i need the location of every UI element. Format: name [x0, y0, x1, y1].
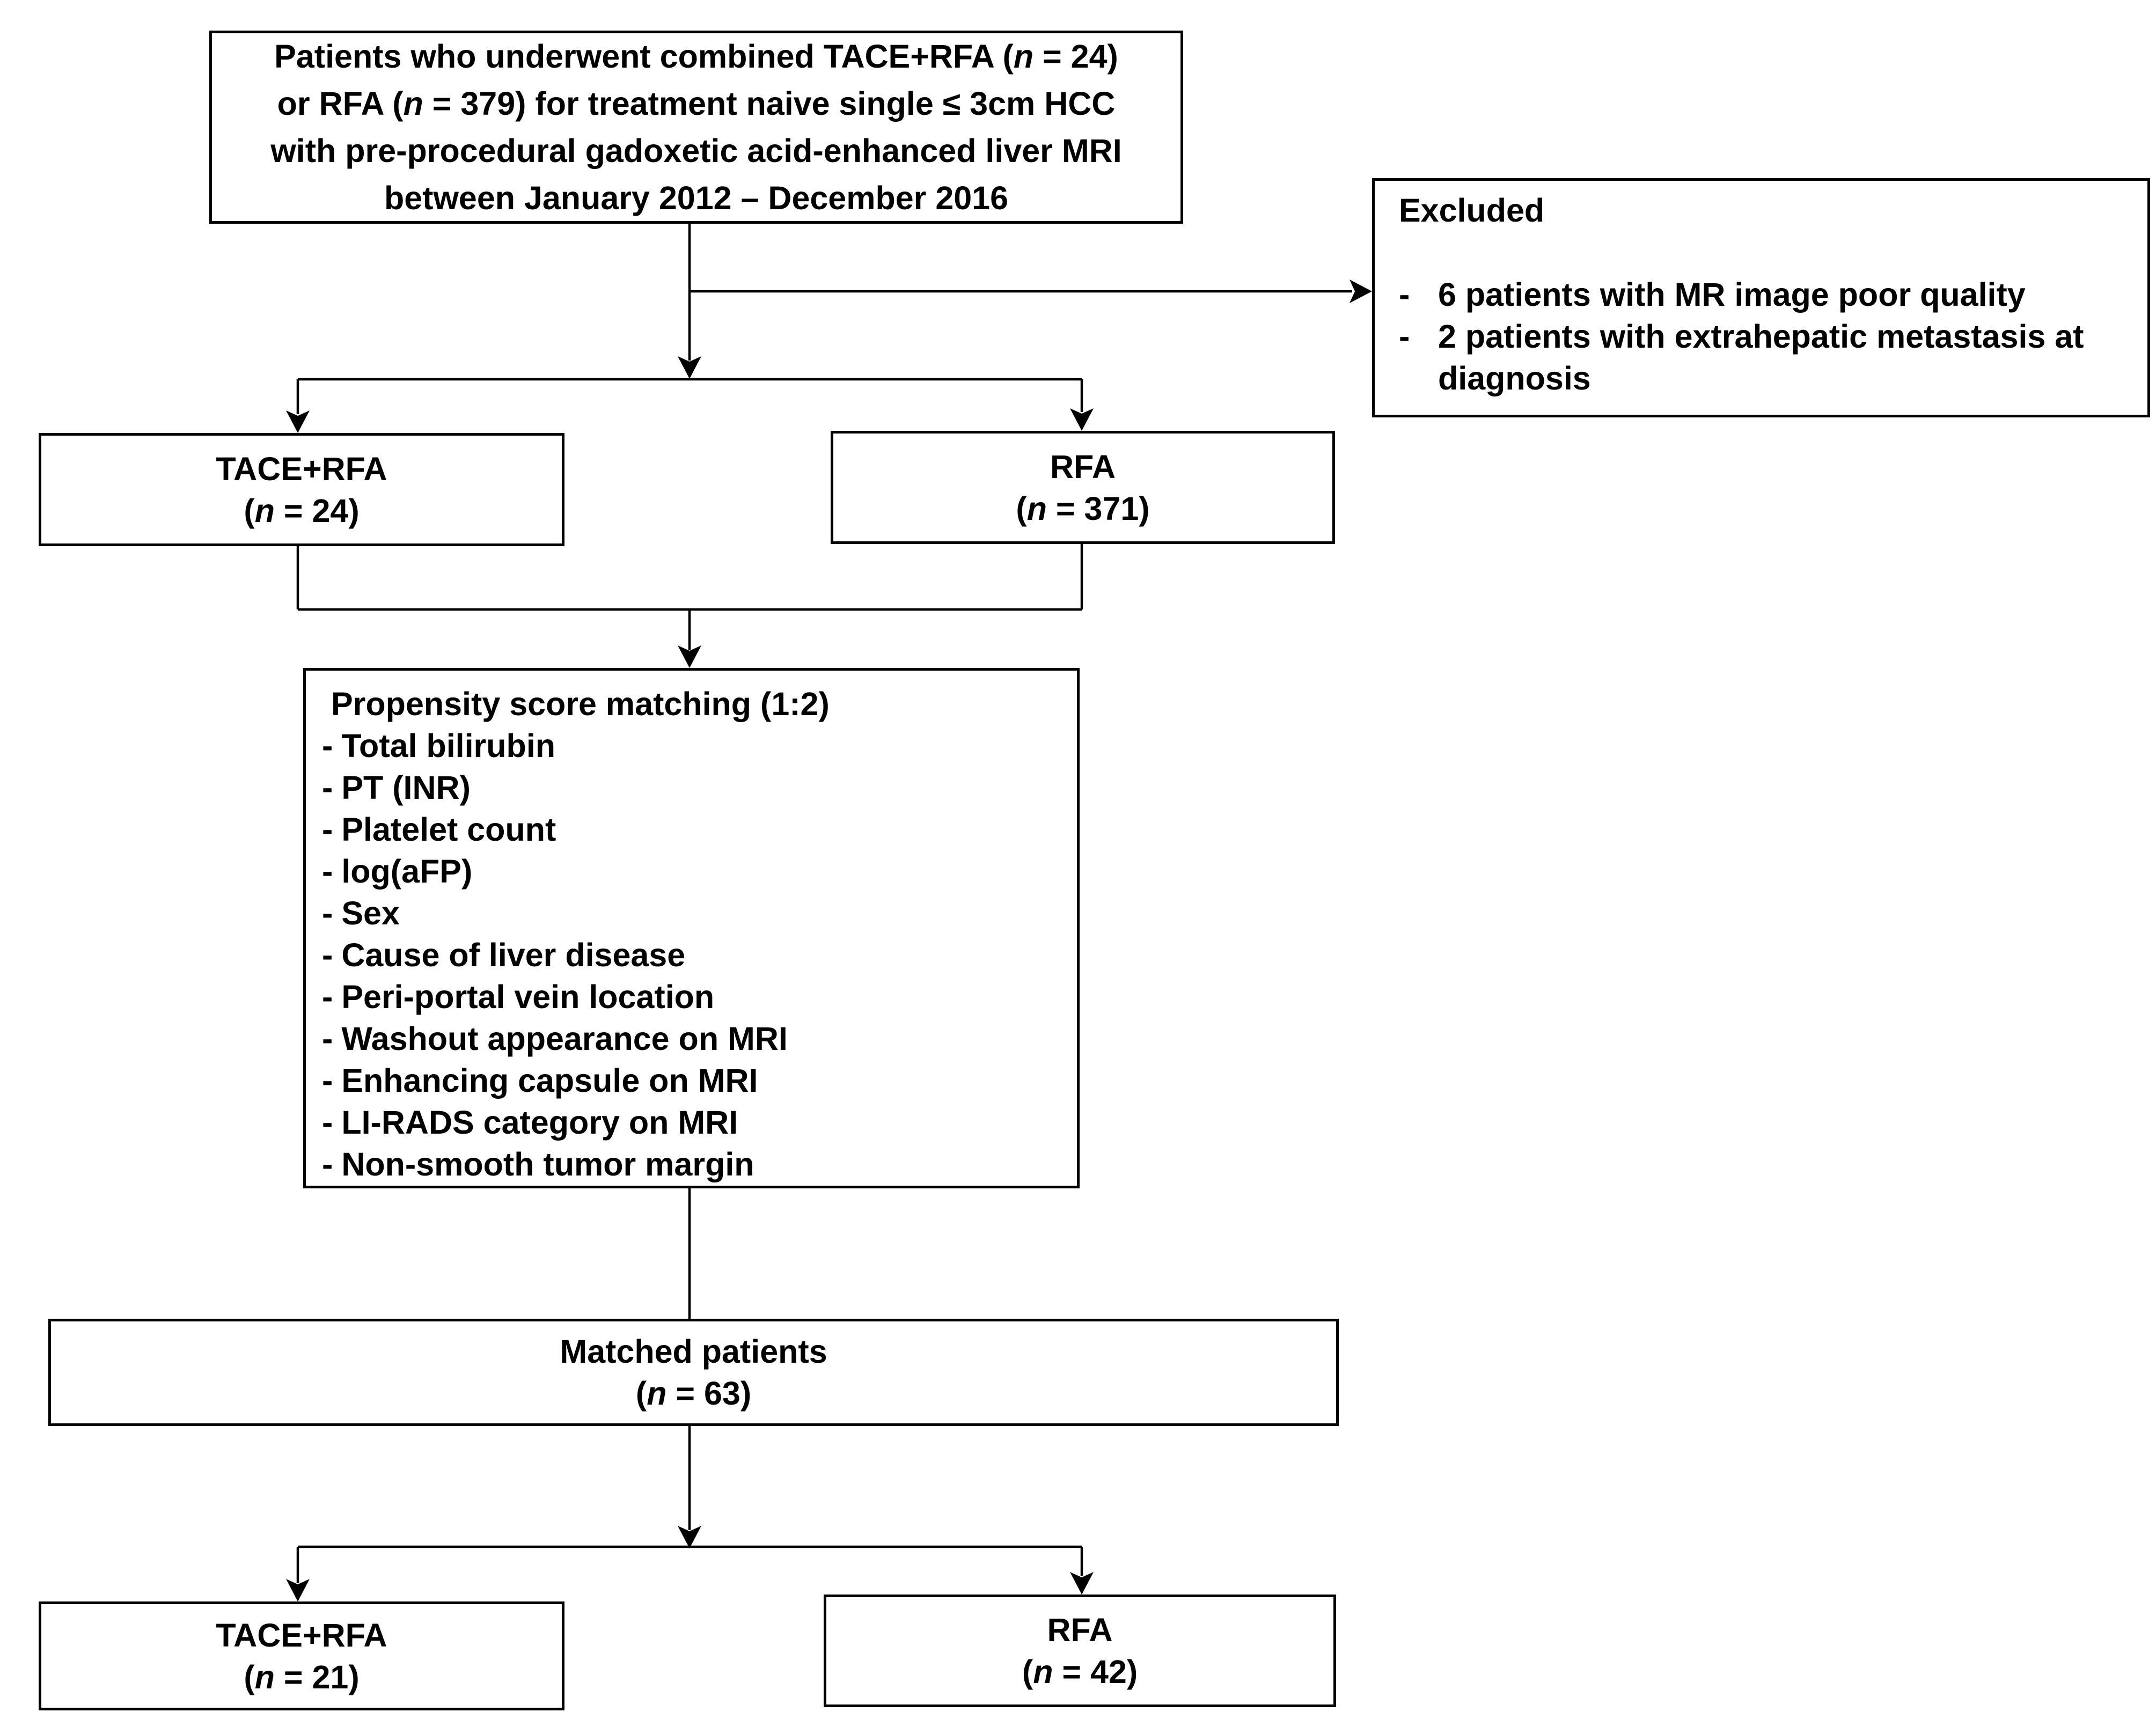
source-line: or RFA (n = 379) for treatment naive sin…	[277, 85, 1116, 122]
matching-item: -Non-smooth tumor margin	[322, 1143, 1061, 1185]
item-text: PT (INR)	[341, 769, 471, 806]
matching-item: -PT (INR)	[322, 767, 1061, 809]
item-marker: -	[322, 811, 333, 848]
group-box-line: TACE+RFA	[216, 450, 387, 487]
item-text: 2 patients with extrahepatic metastasis …	[1438, 318, 2084, 396]
excluded-box: Excluded -6 patients with MR image poor …	[1372, 178, 2150, 417]
matching-item: -LI-RADS category on MRI	[322, 1101, 1061, 1143]
matching-item: -Washout appearance on MRI	[322, 1018, 1061, 1060]
matched-box-line: Matched patients	[560, 1333, 827, 1370]
item-text: Non-smooth tumor margin	[341, 1146, 754, 1182]
group-box-line: TACE+RFA	[216, 1617, 387, 1654]
item-text: Cause of liver disease	[341, 937, 686, 973]
item-text: LI-RADS category on MRI	[341, 1104, 738, 1141]
matching-items: -Total bilirubin-PT (INR)-Platelet count…	[322, 725, 1061, 1185]
matching-item: -Cause of liver disease	[322, 934, 1061, 976]
rfa-matched-box: RFA (n = 42)	[824, 1595, 1336, 1707]
item-marker: -	[1399, 318, 1410, 355]
excluded-item: -2 patients with extrahepatic metastasis…	[1399, 315, 2128, 399]
rfa-group-box: RFA (n = 371)	[831, 431, 1335, 544]
matching-item: -Sex	[322, 892, 1061, 934]
item-marker: -	[322, 769, 333, 806]
matched-box-line: (n = 63)	[635, 1375, 752, 1412]
source-line: with pre-procedural gadoxetic acid-enhan…	[270, 133, 1122, 169]
matching-title: Propensity score matching (1:2)	[331, 686, 830, 722]
item-marker: -	[1399, 276, 1410, 313]
matching-item: -Enhancing capsule on MRI	[322, 1060, 1061, 1101]
item-marker: -	[322, 1062, 333, 1099]
group-box-line: (n = 371)	[1016, 490, 1150, 527]
item-text: Platelet count	[341, 811, 556, 848]
item-marker: -	[322, 1020, 333, 1057]
arrowhead-source-down	[678, 356, 701, 379]
matched-patients-box: Matched patients (n = 63)	[48, 1319, 1339, 1426]
matching-item: -log(aFP)	[322, 850, 1061, 892]
item-text: 6 patients with MR image poor quality	[1438, 276, 2026, 313]
item-text: Washout appearance on MRI	[341, 1020, 788, 1057]
item-text: log(aFP)	[341, 853, 473, 890]
group-box-line: (n = 42)	[1022, 1654, 1138, 1690]
arrowhead-matched-down	[678, 1526, 701, 1548]
group-box-line: RFA	[1047, 1612, 1113, 1648]
item-text: Sex	[341, 895, 400, 931]
matching-item: -Total bilirubin	[322, 725, 1061, 767]
source-line: between January 2012 – December 2016	[384, 180, 1009, 216]
arrowhead-into-rfa-matched	[1070, 1572, 1094, 1595]
item-marker: -	[322, 895, 333, 931]
item-text: Peri-portal vein location	[341, 979, 715, 1015]
excluded-items: -6 patients with MR image poor quality-2…	[1399, 274, 2128, 399]
source-population-box: Patients who underwent combined TACE+RFA…	[209, 31, 1183, 224]
arrowhead-to-excluded	[1350, 280, 1372, 303]
item-marker: -	[322, 853, 333, 890]
source-line: Patients who underwent combined TACE+RFA…	[274, 38, 1118, 75]
arrowhead-into-matching	[678, 645, 701, 668]
item-marker: -	[322, 1146, 333, 1182]
excluded-item: -6 patients with MR image poor quality	[1399, 274, 2128, 315]
item-text: Total bilirubin	[341, 728, 556, 764]
arrowhead-into-rfa	[1070, 408, 1094, 431]
excluded-title: Excluded	[1399, 192, 1545, 229]
item-marker: -	[322, 937, 333, 973]
tace-rfa-matched-box: TACE+RFA (n = 21)	[39, 1601, 564, 1710]
group-box-line: (n = 21)	[244, 1658, 360, 1695]
item-marker: -	[322, 728, 333, 764]
tace-rfa-group-box: TACE+RFA (n = 24)	[39, 433, 564, 546]
item-text: Enhancing capsule on MRI	[341, 1062, 758, 1099]
arrowhead-into-tace-rfa-matched	[286, 1579, 310, 1601]
arrowhead-into-tace-rfa	[286, 410, 310, 433]
group-box-line: (n = 24)	[244, 492, 360, 529]
matching-item: -Platelet count	[322, 809, 1061, 850]
propensity-matching-box: Propensity score matching (1:2) -Total b…	[303, 668, 1080, 1188]
item-marker: -	[322, 979, 333, 1015]
matching-item: -Peri-portal vein location	[322, 976, 1061, 1018]
item-marker: -	[322, 1104, 333, 1141]
group-box-line: RFA	[1050, 448, 1116, 485]
